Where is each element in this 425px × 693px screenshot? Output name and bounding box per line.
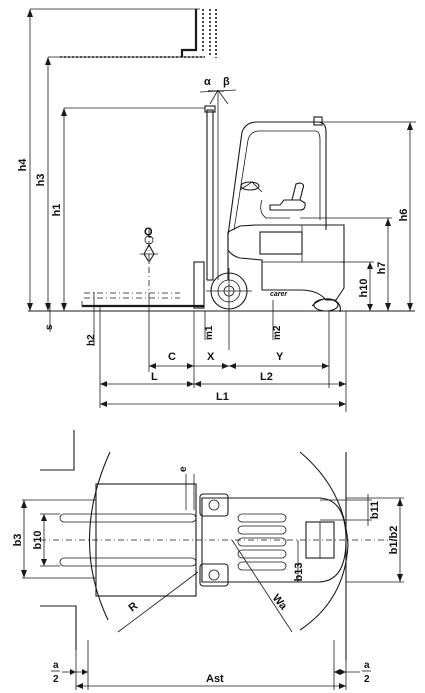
- label-h7: h7: [376, 262, 388, 275]
- label-L2: L2: [260, 371, 273, 383]
- label-h1: h1: [51, 204, 63, 217]
- label-h2: h2: [86, 334, 97, 346]
- label-b13: b13: [293, 563, 305, 582]
- label-L1: L1: [216, 391, 229, 403]
- label-beta: β: [223, 76, 230, 88]
- mast: [206, 109, 214, 281]
- wall-top-left: [40, 430, 75, 471]
- turning-arc-right: [299, 451, 349, 631]
- steering-wheel: [240, 181, 260, 191]
- label-m1: m1: [204, 325, 215, 340]
- label-R: R: [126, 600, 140, 614]
- front-wheel-right-top: [199, 563, 229, 587]
- label-b10: b10: [32, 531, 44, 550]
- top-view: b3 b10 e b11 b1/: [12, 430, 404, 690]
- label-b3: b3: [12, 534, 24, 547]
- label-alpha: α: [204, 76, 211, 88]
- fork-carriage: [193, 261, 205, 309]
- label-L: L: [151, 371, 158, 383]
- label-s: s: [44, 324, 55, 330]
- label-a-left-num: a: [53, 660, 59, 671]
- turning-arc-left: [88, 451, 111, 621]
- load-pallet: [95, 483, 197, 597]
- label-h10: h10: [358, 279, 370, 298]
- label-h6: h6: [398, 209, 410, 222]
- label-Wa: Wa: [270, 592, 290, 613]
- seat: [269, 199, 306, 211]
- label-b11: b11: [369, 501, 381, 519]
- front-wheel-left-top: [199, 493, 229, 517]
- label-a-left-den: 2: [53, 674, 59, 685]
- overhead-guard: [227, 121, 327, 280]
- label-Q: Q: [144, 226, 153, 238]
- label-m2: m2: [272, 325, 283, 340]
- label-a-right-den: 2: [364, 674, 370, 685]
- label-X: X: [207, 351, 215, 363]
- brand-mark: carer: [270, 291, 288, 298]
- Wa-line: [231, 539, 293, 633]
- fork-left: [59, 513, 197, 523]
- fork-right: [59, 557, 197, 567]
- side-view: h4 h3 h1 α β carer: [17, 8, 416, 412]
- extended-mast-hidden: [202, 9, 217, 58]
- label-a-right-num: a: [364, 660, 370, 671]
- R-line: [117, 571, 199, 633]
- label-h3: h3: [35, 174, 47, 187]
- label-Y: Y: [276, 351, 284, 363]
- label-Ast: Ast: [206, 673, 224, 685]
- label-h4: h4: [17, 158, 29, 172]
- label-C: C: [168, 351, 176, 363]
- label-b1b2: b1/b2: [388, 526, 400, 555]
- label-e: e: [178, 466, 189, 472]
- chassis: [227, 224, 345, 301]
- wall-bottom-left: [40, 605, 77, 650]
- extended-mast: [180, 9, 198, 57]
